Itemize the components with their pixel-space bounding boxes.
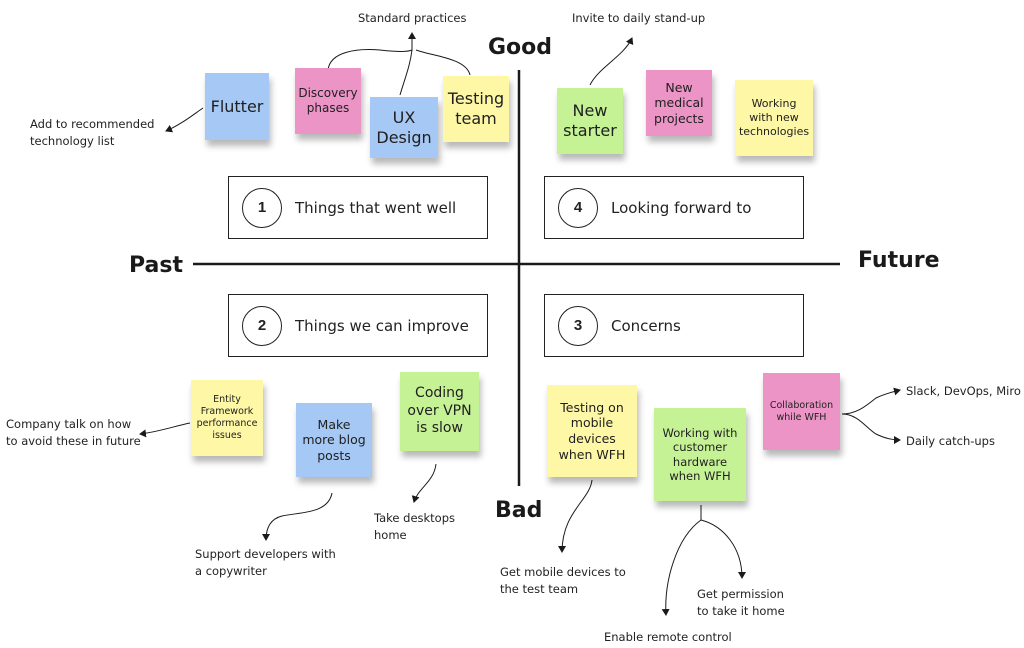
annotation-take-desktops: Take desktops home (374, 511, 456, 542)
annotation-remote-control: Enable remote control (604, 630, 732, 644)
annotation-daily-catchups: Daily catch-ups (906, 434, 995, 448)
quadrant-improve: 2 Things we can improve (228, 294, 488, 357)
flutter-connector (165, 107, 204, 133)
sticky-note-blog-posts[interactable]: Make more blog posts (296, 403, 372, 477)
quadrant-title: Things we can improve (295, 316, 469, 335)
quadrant-concerns: 3 Concerns (544, 294, 804, 357)
axis-label-past: Past (129, 253, 183, 278)
quadrant-number: 4 (558, 187, 598, 228)
sticky-note-discovery-phases[interactable]: Discovery phases (295, 68, 361, 134)
quadrant-went-well: 1 Things that went well (228, 176, 488, 239)
standard-practices-connector (327, 32, 471, 96)
axis-label-good: Good (488, 35, 553, 60)
hardware-connector (661, 505, 746, 616)
vpn-connector (411, 463, 437, 503)
quadrant-title: Looking forward to (611, 198, 752, 217)
annotation-company-talk: Company talk on how to avoid these in fu… (6, 417, 141, 448)
sticky-note-collaboration-wfh[interactable]: Collaboration while WFH (763, 373, 840, 450)
sticky-note-coding-over-vpn[interactable]: Coding over VPN is slow (400, 372, 479, 451)
annotation-copywriter: Support developers with a copywriter (195, 547, 336, 578)
quadrant-number: 3 (558, 305, 598, 346)
quadrant-looking-forward: 4 Looking forward to (544, 176, 804, 239)
sticky-note-customer-hardware[interactable]: Working with customer hardware when WFH (654, 408, 746, 501)
entity-connector (139, 422, 191, 438)
annotation-recommended-list: Add to recommended technology list (30, 117, 155, 148)
mobile-connector (558, 479, 593, 553)
sticky-note-new-starter[interactable]: New starter (557, 88, 623, 154)
quadrant-number: 1 (242, 187, 282, 228)
sticky-note-new-technologies[interactable]: Working with new technologies (735, 80, 813, 156)
annotation-collab-tools: Slack, DevOps, Miro (906, 384, 1021, 398)
new-starter-connector (589, 37, 634, 86)
sticky-note-entity-framework[interactable]: Entity Framework performance issues (191, 380, 263, 456)
annotation-standard-practices: Standard practices (358, 11, 467, 25)
sticky-note-ux-design[interactable]: UX Design (370, 97, 438, 158)
quadrant-number: 2 (242, 305, 282, 346)
axis-label-bad: Bad (495, 498, 543, 523)
sticky-note-new-medical-projects[interactable]: New medical projects (646, 70, 712, 136)
annotation-mobile-devices: Get mobile devices to the test team (500, 565, 626, 596)
quadrant-title: Concerns (611, 316, 681, 335)
sticky-note-flutter[interactable]: Flutter (205, 73, 269, 140)
annotation-get-permission: Get permission to take it home (697, 587, 785, 618)
axis-label-future: Future (858, 248, 940, 273)
sticky-note-testing-mobile-devices[interactable]: Testing on mobile devices when WFH (547, 385, 637, 477)
sticky-note-testing-team[interactable]: Testing team (443, 76, 509, 142)
annotation-invite-standup: Invite to daily stand-up (572, 11, 706, 25)
blog-connector (262, 492, 333, 541)
collaboration-connector (841, 387, 901, 444)
quadrant-title: Things that went well (295, 198, 457, 217)
